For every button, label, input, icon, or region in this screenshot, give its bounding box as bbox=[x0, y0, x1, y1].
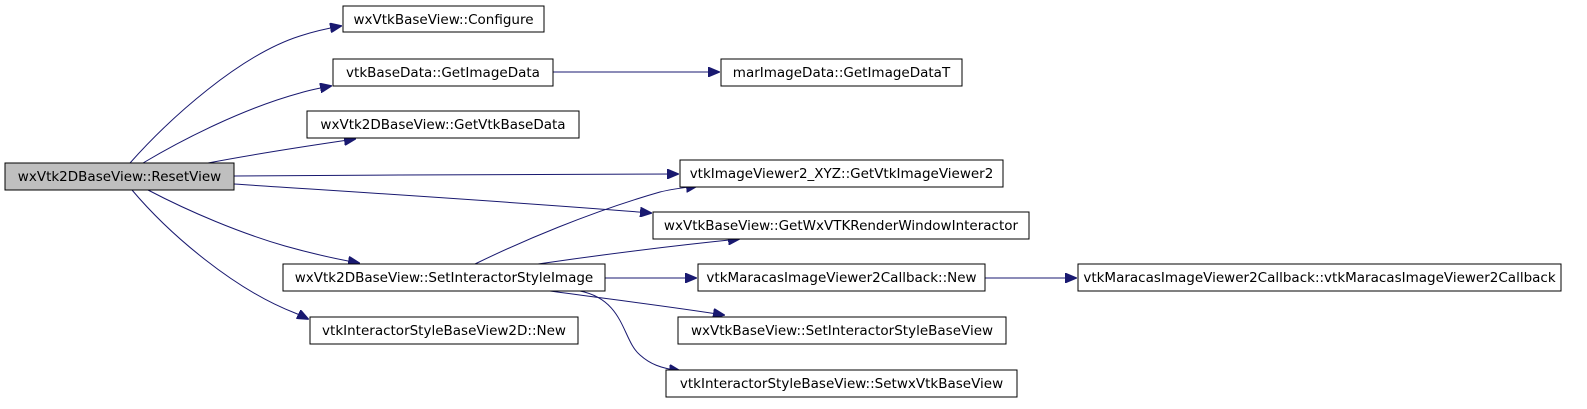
edge-set-interactor-style-image-to-get-wx-vtk-rwi bbox=[537, 239, 739, 265]
node-get-image-data-t-label: marImageData::GetImageDataT bbox=[733, 65, 951, 81]
node-set-interactor-style-image[interactable]: wxVtk2DBaseView::SetInteractorStyleImage bbox=[282, 263, 606, 292]
node-callback-ctor[interactable]: vtkMaracasImageViewer2Callback::vtkMarac… bbox=[1077, 263, 1562, 292]
node-root-label: wxVtk2DBaseView::ResetView bbox=[18, 169, 221, 185]
node-get-image-data-t[interactable]: marImageData::GetImageDataT bbox=[720, 58, 963, 87]
node-callback-new-label: vtkMaracasImageViewer2Callback::New bbox=[706, 270, 976, 286]
edge-set-interactor-style-image-to-get-vtk-image-viewer2 bbox=[474, 186, 697, 265]
edge-root-to-get-vtk-image-viewer2 bbox=[233, 174, 678, 176]
node-root[interactable]: wxVtk2DBaseView::ResetView bbox=[4, 162, 235, 191]
node-get-wx-vtk-rwi-label: wxVtkBaseView::GetWxVTKRenderWindowInter… bbox=[664, 218, 1019, 234]
node-set-interactor-style-image-label: wxVtk2DBaseView::SetInteractorStyleImage bbox=[295, 270, 593, 286]
edge-set-interactor-style-image-to-set-interactor-style-base-view bbox=[549, 290, 724, 315]
node-interactor-style-2d-new-label: vtkInteractorStyleBaseView2D::New bbox=[322, 323, 566, 339]
node-configure[interactable]: wxVtkBaseView::Configure bbox=[342, 5, 545, 33]
edge-root-to-get-vtk-base-data bbox=[207, 139, 355, 164]
node-callback-new[interactable]: vtkMaracasImageViewer2Callback::New bbox=[697, 263, 986, 292]
node-get-vtk-base-data[interactable]: wxVtk2DBaseView::GetVtkBaseData bbox=[306, 110, 580, 139]
node-get-wx-vtk-rwi[interactable]: wxVtkBaseView::GetWxVTKRenderWindowInter… bbox=[652, 211, 1030, 240]
edge-set-interactor-style-image-to-set-wx-vtk-base-view bbox=[579, 290, 680, 371]
edge-root-to-interactor-style-2d-new bbox=[131, 189, 308, 319]
edge-root-to-set-interactor-style-image bbox=[147, 189, 359, 263]
edges bbox=[129, 26, 1076, 371]
node-configure-label: wxVtkBaseView::Configure bbox=[353, 12, 533, 28]
node-callback-ctor-label: vtkMaracasImageViewer2Callback::vtkMarac… bbox=[1083, 270, 1556, 286]
node-get-vtk-base-data-label: wxVtk2DBaseView::GetVtkBaseData bbox=[320, 117, 565, 133]
nodes: wxVtk2DBaseView::ResetView wxVtkBaseView… bbox=[4, 5, 1562, 398]
node-set-wx-vtk-base-view-label: vtkInteractorStyleBaseView::SetwxVtkBase… bbox=[680, 376, 1003, 392]
node-get-image-data-label: vtkBaseData::GetImageData bbox=[346, 65, 540, 81]
edge-root-to-get-image-data bbox=[142, 86, 331, 164]
node-get-vtk-image-viewer2-label: vtkImageViewer2_XYZ::GetVtkImageViewer2 bbox=[690, 166, 994, 182]
edge-root-to-configure bbox=[129, 26, 341, 164]
node-get-image-data[interactable]: vtkBaseData::GetImageData bbox=[332, 58, 554, 87]
node-set-interactor-style-base-view[interactable]: wxVtkBaseView::SetInteractorStyleBaseVie… bbox=[677, 316, 1007, 345]
node-set-wx-vtk-base-view[interactable]: vtkInteractorStyleBaseView::SetwxVtkBase… bbox=[665, 369, 1018, 398]
node-set-interactor-style-base-view-label: wxVtkBaseView::SetInteractorStyleBaseVie… bbox=[691, 323, 993, 339]
edge-root-to-get-wx-vtk-rwi bbox=[233, 183, 651, 213]
node-get-vtk-image-viewer2[interactable]: vtkImageViewer2_XYZ::GetVtkImageViewer2 bbox=[679, 159, 1004, 188]
node-interactor-style-2d-new[interactable]: vtkInteractorStyleBaseView2D::New bbox=[309, 316, 579, 345]
